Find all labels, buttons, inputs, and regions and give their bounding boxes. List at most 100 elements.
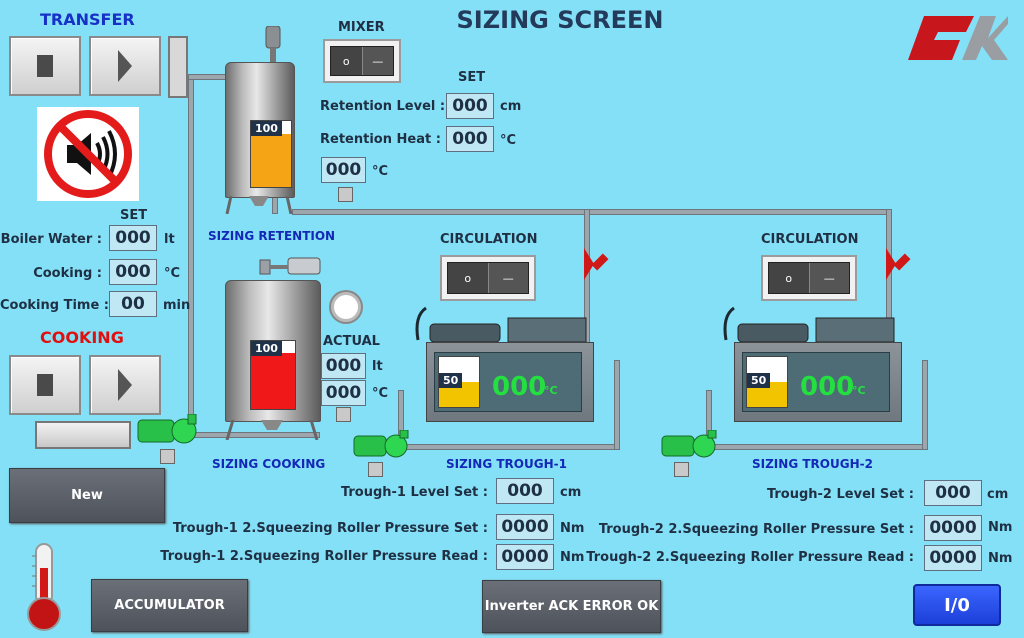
trough1-level-set-unit: cm	[560, 485, 582, 500]
cooking-caption: SIZING COOKING	[212, 457, 326, 471]
trough2-circulation-label: CIRCULATION	[761, 232, 859, 247]
accumulator-button[interactable]: ACCUMULATOR	[91, 579, 248, 632]
inverter-ack-button[interactable]: Inverter ACK ERROR OK	[482, 580, 661, 633]
mixer-motor-icon	[258, 256, 322, 278]
mute-button[interactable]	[37, 107, 139, 201]
trough2-caption: SIZING TROUGH-2	[752, 457, 873, 471]
trough1-roller-cover	[412, 304, 590, 344]
trough1-pressure-set-input[interactable]: 0000	[496, 514, 554, 540]
stop-icon	[37, 374, 53, 396]
trough2-pressure-read-value: 0000	[924, 545, 982, 571]
boiler-water-input[interactable]: 000	[109, 225, 157, 251]
retention-tank-legs	[225, 195, 293, 215]
pipe-trough2-return	[706, 444, 928, 450]
trough2-level-set-input[interactable]: 000	[924, 480, 982, 506]
cooking-temp-label: Cooking :	[33, 266, 102, 281]
mixer-label: MIXER	[338, 20, 385, 35]
boiler-water-label: Boiler Water :	[0, 232, 102, 247]
pipe-trough1-side	[614, 360, 620, 450]
trough1-circulation-switch[interactable]: o—	[440, 255, 536, 301]
pump-icon[interactable]	[660, 429, 720, 460]
cooking-tank-legs	[225, 419, 319, 441]
retention-level-fill	[251, 134, 291, 187]
pump-icon[interactable]	[352, 429, 412, 460]
retention-level-label: Retention Level :	[320, 99, 446, 114]
boiler-set-header: SET	[120, 208, 148, 223]
pipe-transfer-vertical	[188, 76, 194, 438]
transfer-stop-button[interactable]	[9, 36, 81, 96]
trough1-temp-value: 000	[492, 372, 547, 402]
page-title: SIZING SCREEN	[456, 6, 664, 34]
pipe-main-horizontal	[292, 209, 890, 215]
play-icon	[118, 50, 132, 82]
trough2-pressure-set-unit: Nm	[988, 520, 1013, 535]
transfer-start-button[interactable]	[89, 36, 161, 96]
retention-level-input[interactable]: 000	[446, 93, 494, 119]
trough1-pressure-read-value: 0000	[496, 544, 554, 570]
mixer-switch[interactable]: o—	[323, 39, 401, 83]
trough2-circulation-switch[interactable]: o—	[761, 255, 857, 301]
io-button[interactable]: I/0	[913, 584, 1001, 626]
transfer-header: TRANSFER	[40, 10, 135, 29]
trough1-level-set-label: Trough-1 Level Set :	[340, 485, 488, 500]
cooking-actual-temp: 000	[321, 380, 366, 406]
transfer-status-indicator	[168, 36, 188, 98]
cooking-heater-checkbox[interactable]	[336, 407, 351, 422]
trough1-caption: SIZING TROUGH-1	[446, 457, 567, 471]
retention-level-gauge: 100	[250, 120, 292, 188]
cooking-temp-input[interactable]: 000	[109, 259, 157, 285]
play-icon	[118, 369, 132, 401]
cooking-time-unit: min	[163, 298, 191, 313]
cooking-time-input[interactable]: 00	[109, 291, 157, 317]
retention-heat-unit: °C	[500, 133, 517, 148]
pipe-trough2-side	[922, 360, 928, 450]
trough2-level-badge: 50	[747, 373, 771, 388]
trough2-level-set-unit: cm	[987, 487, 1009, 502]
cooking-start-button[interactable]	[89, 355, 161, 415]
retention-actual-unit: °C	[372, 164, 389, 179]
trough2-temp-unit: °C	[852, 384, 866, 397]
trough1-level-set-input[interactable]: 000	[496, 478, 554, 504]
switch-off-label: o	[785, 271, 793, 285]
mixer-motor-icon	[260, 25, 286, 62]
cooking-actual-header: ACTUAL	[323, 334, 380, 349]
cooking-time-label: Cooking Time :	[0, 298, 110, 313]
trough1-pump-checkbox[interactable]	[368, 462, 383, 477]
trough1-pressure-read-unit: Nm	[560, 550, 585, 565]
trough2-pressure-set-label: Trough-2 2.Squeezing Roller Pressure Set…	[598, 522, 914, 537]
switch-on-label: —	[808, 263, 849, 293]
trough2-level-gauge: 50	[746, 356, 788, 408]
trough2-pump-checkbox[interactable]	[674, 462, 689, 477]
trough1-pressure-set-label: Trough-1 2.Squeezing Roller Pressure Set…	[172, 521, 488, 536]
trough1-pressure-set-unit: Nm	[560, 521, 585, 536]
boiler-water-unit: lt	[164, 232, 175, 247]
trough2-pressure-read-unit: Nm	[988, 551, 1013, 566]
retention-caption: SIZING RETENTION	[208, 229, 336, 243]
retention-set-header: SET	[458, 70, 486, 85]
switch-off-label: o	[464, 271, 472, 285]
valve-icon[interactable]	[882, 238, 916, 284]
trough2-temp-value: 000	[800, 372, 855, 402]
retention-heater-checkbox[interactable]	[338, 187, 353, 202]
pipe-transfer-top	[188, 74, 228, 80]
stop-icon	[37, 55, 53, 77]
thermometer-icon	[18, 540, 70, 634]
pump-icon[interactable]	[136, 413, 202, 448]
switch-on-label: —	[361, 47, 393, 75]
pipe-trough1-return	[398, 444, 620, 450]
retention-heat-input[interactable]: 000	[446, 126, 494, 152]
cooking-level-gauge: 100	[250, 340, 296, 410]
cooking-level-fill	[251, 353, 295, 409]
cooking-temp-unit: °C	[164, 266, 181, 281]
cooking-level-badge: 100	[251, 341, 282, 356]
new-button[interactable]: New	[9, 468, 165, 523]
valve-icon[interactable]	[580, 238, 614, 284]
trough2-pressure-set-input[interactable]: 0000	[924, 515, 982, 541]
switch-on-label: —	[487, 263, 528, 293]
transfer-pump-checkbox[interactable]	[160, 449, 175, 464]
cooking-stop-button[interactable]	[9, 355, 81, 415]
trough2-pressure-read-label: Trough-2 2.Squeezing Roller Pressure Rea…	[586, 550, 914, 565]
lamp-icon	[331, 292, 361, 322]
trough1-pressure-read-label: Trough-1 2.Squeezing Roller Pressure Rea…	[160, 549, 488, 564]
trough1-temp-unit: °C	[544, 384, 558, 397]
